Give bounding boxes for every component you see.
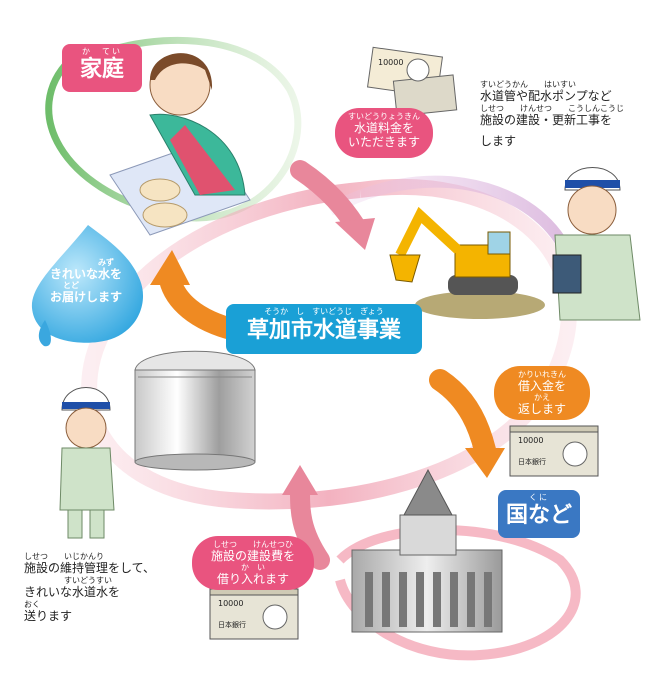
repay-flow-arrow [440,380,485,450]
construction-note-ruby2: しせつ けんせつ こうしんこうじ [480,104,660,113]
borrow-bubble-line1: 施設の建設費を [192,549,314,563]
maintenance-note: しせつ いじかんり 施設の維持管理をして、 すいどうすい きれいな水道水を おく… [24,552,194,624]
water-tank-illustration [135,351,255,470]
household-title: 家庭 [62,56,142,84]
banknotes-bundle-bottom [210,589,298,639]
maintenance-note-line1: 施設の維持管理をして、 [24,561,194,576]
fee-bubble-ruby: すいどうりょうきん [335,112,433,121]
repay-bubble-ruby2: かえ [494,393,590,402]
construction-note-line3: します [480,134,660,149]
fee-flow-arrowhead [335,218,375,250]
repay-bubble-line2: 返します [494,402,590,416]
household-label: か てい 家庭 [62,44,142,92]
water-drop-line1: きれいな水を [30,267,142,281]
construction-note-line2: 施設の建設・更新工事を [480,113,660,128]
banknote-value-right: 10000 [518,436,543,445]
construction-note: すいどうかん はいすい 水道管や配水ポンプなど しせつ けんせつ こうしんこうじ… [480,80,660,149]
banknote-value-bottom: 10000 [218,599,243,608]
maintenance-note-ruby2: すいどうすい [24,576,194,585]
center-ruby: そうか し すいどうじ ぎょう [226,307,422,316]
banknote-name-bottom: 日本銀行 [218,621,246,629]
banknote-value-top: 10000 [378,58,403,67]
fee-bubble-line2: いただきます [335,135,433,149]
borrow-bubble-ruby1: しせつ けんせつひ [192,540,314,549]
borrow-bubble: しせつ けんせつひ 施設の建設費を か い 借り入れます [192,536,314,590]
household-ruby: か てい [62,47,142,56]
center-title: 草加市水道事業 [226,316,422,346]
borrow-bubble-ruby2: か い [192,563,314,572]
fee-bubble-line1: 水道料金を [335,121,433,135]
borrow-bubble-line2: 借り入れます [192,572,314,586]
repay-bubble-line1: 借入金を [494,379,590,393]
water-drop-ruby2: とど [30,281,142,290]
center-label: そうか し すいどうじ ぎょう 草加市水道事業 [226,304,422,354]
water-drop-line2: お届けします [30,290,142,304]
water-drop-text: みず きれいな水を とど お届けします [30,258,142,304]
maintenance-note-ruby3: おく [24,600,194,609]
maintenance-note-line2: きれいな水道水を [24,585,194,600]
construction-note-ruby1: すいどうかん はいすい [480,80,660,89]
fee-bubble: すいどうりょうきん 水道料金を いただきます [335,108,433,158]
banknote-name-right: 日本銀行 [518,458,546,466]
water-drop-ruby1: みず [30,258,142,267]
maintenance-note-line3: 送ります [24,609,194,624]
construction-worker-right-illustration [553,168,640,321]
maintenance-note-ruby1: しせつ いじかんり [24,552,194,561]
country-label: くに 国など [498,490,580,538]
repay-bubble: かりいれきん 借入金を かえ 返します [494,366,590,420]
banknotes-bundle-right [510,426,598,476]
country-ruby: くに [498,493,580,502]
country-title: 国など [498,502,580,530]
repay-bubble-ruby1: かりいれきん [494,370,590,379]
borrow-flow-arrowhead [282,465,318,495]
construction-note-line1: 水道管や配水ポンプなど [480,89,660,104]
maintenance-worker-left-illustration [60,388,114,539]
